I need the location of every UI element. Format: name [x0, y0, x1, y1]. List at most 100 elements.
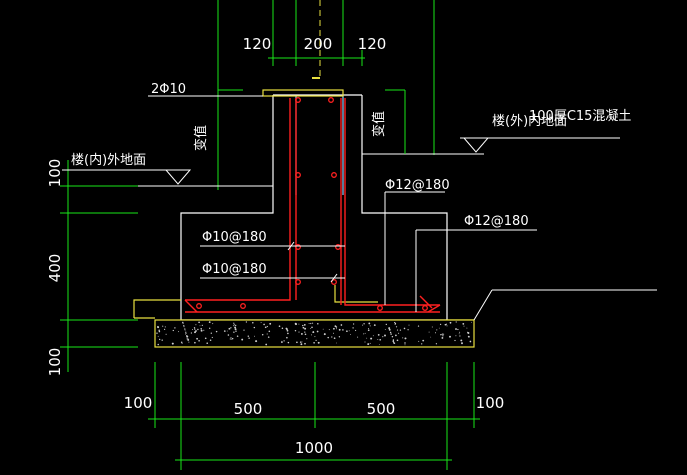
bottom-dim-left-half: 500	[234, 400, 263, 418]
bottom-dim-total: 1000	[295, 439, 333, 457]
concrete-speckle	[367, 343, 370, 346]
concrete-speckle	[439, 323, 442, 326]
concrete-speckle	[399, 329, 402, 331]
concrete-speckle	[461, 341, 463, 344]
concrete-speckle	[438, 327, 440, 329]
concrete-speckle	[310, 322, 312, 325]
concrete-speckle	[335, 328, 337, 330]
concrete-speckle	[198, 321, 200, 324]
ground-level-markers	[62, 137, 490, 185]
concrete-speckle	[403, 327, 406, 330]
concrete-speckle	[229, 338, 231, 340]
left-dimension-chain	[60, 160, 138, 372]
concrete-speckle	[286, 328, 288, 331]
concrete-speckle	[281, 327, 284, 329]
concrete-speckle	[212, 323, 214, 325]
label-wall-change-left: 变值	[193, 125, 209, 151]
concrete-speckle	[165, 333, 167, 335]
concrete-speckle	[298, 323, 300, 325]
concrete-speckle	[457, 328, 459, 331]
concrete-speckle	[247, 335, 250, 337]
concrete-speckle	[255, 340, 258, 343]
concrete-speckle	[407, 329, 409, 331]
label-rebar-left-bottom: Φ10@180	[202, 262, 267, 277]
concrete-speckle	[304, 342, 306, 345]
top-dimension-chain: 120 200 120	[243, 35, 386, 66]
concrete-speckle	[185, 331, 187, 333]
concrete-speckle	[338, 328, 341, 331]
concrete-speckle	[467, 332, 470, 334]
concrete-speckle	[372, 335, 374, 337]
concrete-speckle	[263, 323, 265, 326]
concrete-speckle	[312, 331, 315, 333]
concrete-speckle	[269, 322, 272, 325]
concrete-speckle	[364, 332, 366, 334]
concrete-speckle	[449, 321, 452, 324]
concrete-speckle	[317, 341, 320, 344]
concrete-speckle	[174, 327, 176, 329]
concrete-speckle	[190, 332, 193, 334]
concrete-speckle	[197, 328, 199, 331]
concrete-speckle	[304, 331, 306, 333]
concrete-speckle	[417, 325, 420, 327]
concrete-speckle	[254, 335, 256, 337]
concrete-speckle	[370, 337, 373, 340]
concrete-speckle	[186, 338, 188, 340]
concrete-speckle	[314, 336, 316, 338]
concrete-speckle	[245, 321, 248, 323]
concrete-speckle	[302, 326, 305, 329]
concrete-speckle	[200, 329, 203, 332]
concrete-speckle	[373, 324, 376, 327]
concrete-speckle	[428, 331, 430, 333]
concrete-speckle	[396, 339, 399, 342]
concrete-speckle	[398, 332, 400, 334]
concrete-speckle	[430, 336, 432, 338]
concrete-speckle	[402, 337, 404, 339]
concrete-speckle	[227, 334, 230, 336]
concrete-speckle	[468, 336, 470, 338]
concrete-speckle	[184, 328, 186, 330]
concrete-speckle	[195, 324, 197, 326]
concrete-speckle	[395, 326, 398, 328]
concrete-speckle	[209, 339, 212, 342]
concrete-speckle	[392, 340, 395, 343]
concrete-speckle	[287, 332, 289, 335]
concrete-speckle	[203, 329, 205, 331]
concrete-speckle	[243, 329, 245, 331]
concrete-speckle	[323, 333, 326, 336]
concrete-speckle	[441, 336, 444, 339]
concrete-speckle	[462, 323, 465, 325]
rebar-cage	[184, 98, 441, 313]
concrete-speckle	[248, 337, 250, 339]
concrete-speckle	[163, 328, 166, 331]
concrete-speckle	[364, 341, 366, 343]
concrete-speckle	[357, 336, 359, 338]
concrete-speckle	[294, 322, 297, 325]
concrete-speckle	[300, 332, 303, 335]
concrete-speckle	[233, 322, 235, 324]
concrete-speckle	[187, 338, 190, 341]
label-ground-right: 楼(外)内地面	[492, 113, 567, 129]
concrete-speckle	[363, 323, 365, 325]
label-wall-change-right: 变值	[371, 111, 387, 137]
concrete-speckle	[196, 337, 199, 340]
concrete-speckle	[234, 326, 237, 329]
concrete-speckle	[180, 341, 183, 343]
rebar-right-bar	[344, 98, 440, 306]
concrete-speckle	[230, 337, 232, 338]
concrete-speckle	[458, 333, 460, 335]
concrete-speckle	[333, 337, 336, 340]
footing-base	[133, 285, 474, 321]
concrete-speckle	[455, 335, 457, 337]
concrete-speckle	[260, 322, 262, 324]
concrete-speckle	[209, 327, 211, 329]
concrete-speckle	[188, 341, 190, 343]
concrete-speckle	[392, 341, 395, 344]
concrete-speckle	[231, 337, 234, 340]
concrete-speckle	[158, 330, 161, 333]
concrete-speckle	[395, 334, 397, 337]
concrete-speckle	[252, 321, 254, 324]
concrete-speckle	[418, 340, 420, 342]
concrete-speckle	[308, 323, 310, 324]
concrete-speckle	[157, 343, 159, 346]
